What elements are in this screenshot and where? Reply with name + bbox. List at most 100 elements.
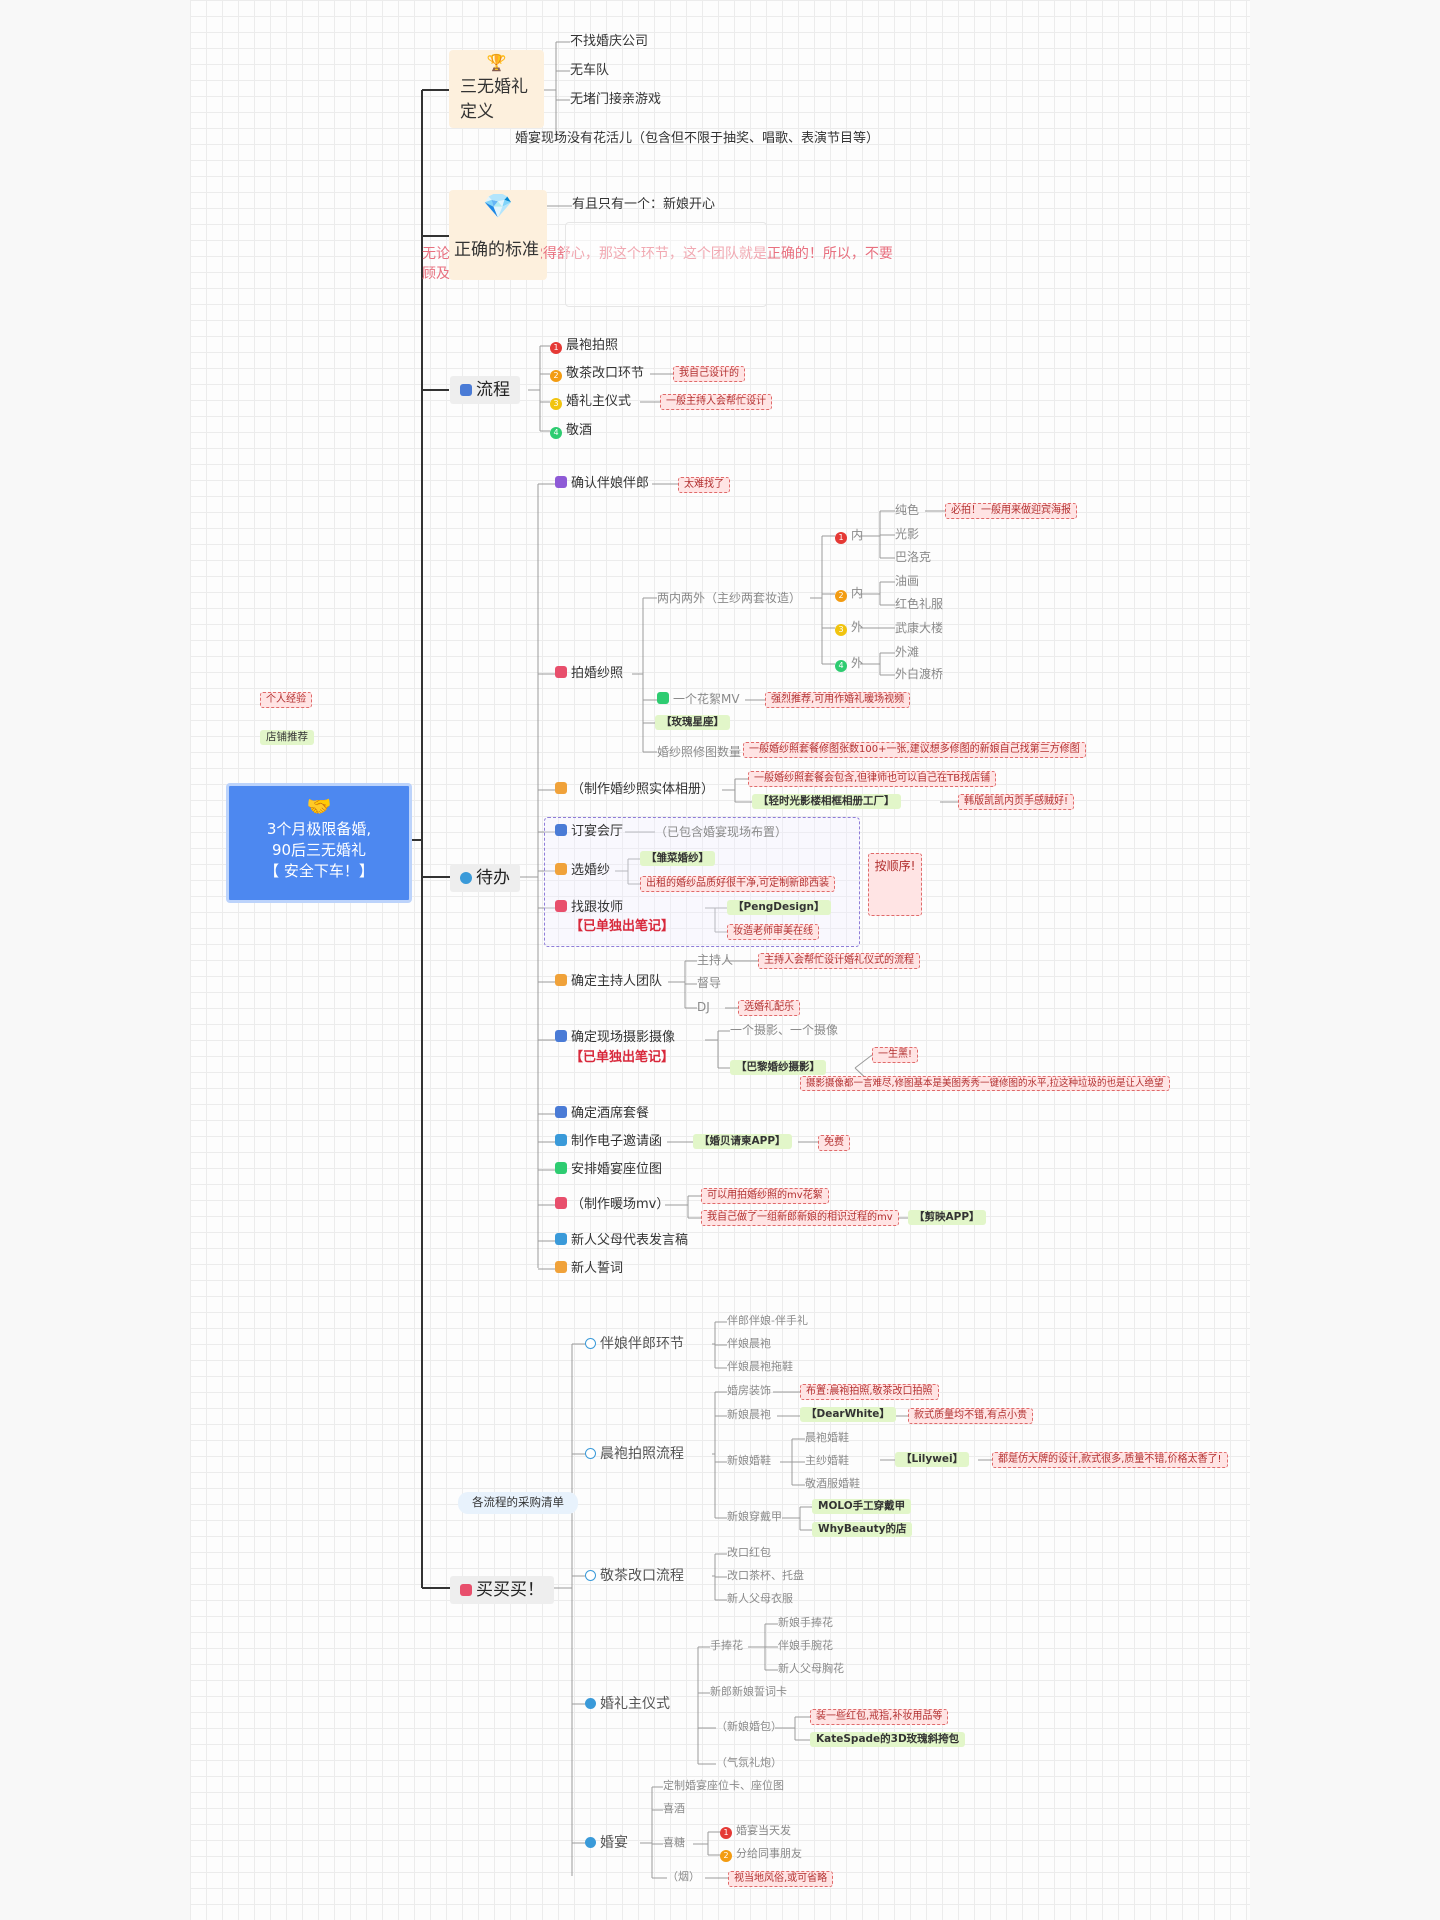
style-1b: 光影 bbox=[895, 527, 920, 541]
root-title-line1: 3个月极限备婚, bbox=[266, 820, 372, 838]
buy-tea[interactable]: 敬茶改口流程 bbox=[585, 1568, 684, 1585]
buy-bridal[interactable]: 伴娘伴郎环节 bbox=[585, 1336, 684, 1353]
todo-host[interactable]: 确定主持人团队 bbox=[555, 974, 662, 990]
todo-camera[interactable]: 确定现场摄影摄像 bbox=[555, 1030, 675, 1046]
camera-note-link[interactable]: 【已单独出笔记】 bbox=[570, 1050, 675, 1065]
todo-mua[interactable]: 找跟妆师 bbox=[555, 900, 623, 916]
todo-seating[interactable]: 安排婚宴座位图 bbox=[555, 1162, 662, 1178]
style-3a: 武康大楼 bbox=[895, 621, 944, 635]
photo-count: 婚纱照修图数量 bbox=[657, 745, 742, 759]
todo-vows[interactable]: 新人誓词 bbox=[555, 1261, 623, 1277]
todo-hotel[interactable]: 确定酒席套餐 bbox=[555, 1106, 649, 1122]
camera-note-2: 摄影摄像都一言难尽,修图基本是美图秀秀一键修图的水平,拉这种垃圾的也是让人绝望 bbox=[800, 1076, 1170, 1092]
ban-1: 定制婚宴座位卡、座位图 bbox=[663, 1779, 784, 1792]
buy-ceremony[interactable]: 婚礼主仪式 bbox=[585, 1696, 670, 1713]
std-overlay-2: 顾及 bbox=[422, 266, 450, 282]
mp-3a: 晨袍婚鞋 bbox=[805, 1431, 849, 1444]
def-title-1: 三无婚礼 bbox=[460, 77, 528, 97]
todo-bridal[interactable]: 确认伴娘伴郎 bbox=[555, 476, 649, 492]
buy-node[interactable]: 买买买！ bbox=[450, 1576, 554, 1605]
def-item-d: 婚宴现场没有花活儿（包含但不限于抽奖、唱歌、表演节目等） bbox=[515, 131, 880, 146]
todo-album[interactable]: （制作婚纱照实体相册） bbox=[555, 782, 714, 798]
mua-note-link[interactable]: 【已单独出笔记】 bbox=[570, 919, 675, 934]
trophy-icon: 🏆 bbox=[486, 53, 507, 72]
mp-2: 新娘晨袍 bbox=[727, 1408, 771, 1421]
mp-4: 新娘穿戴甲 bbox=[727, 1510, 782, 1523]
style-1c: 巴洛克 bbox=[895, 550, 932, 564]
buy-list-label: 各流程的采购清单 bbox=[458, 1492, 578, 1514]
legend-personal: 个人经验 bbox=[260, 692, 312, 708]
dress-shop: 【雏菜婚纱】 bbox=[640, 851, 715, 866]
photo-count-note: 一般婚纱照套餐修图张数100+一张,建议想多修图的新娘自己找第三方修图 bbox=[743, 742, 1086, 758]
cer-1c: 新人父母胸花 bbox=[778, 1662, 844, 1675]
legend-shop: 店铺推荐 bbox=[260, 730, 314, 745]
dress-note: 出租的婚纱品质好很干净,可定制新郎西装 bbox=[640, 876, 836, 892]
buy-banquet[interactable]: 婚宴 bbox=[585, 1835, 628, 1852]
camera-shop: 【巴黎婚纱摄影】 bbox=[730, 1060, 826, 1075]
warm-note-2: 我自己做了一组新郎新娘的相识过程的mv bbox=[701, 1210, 899, 1226]
def-node[interactable]: 🏆 三无婚礼 定义 bbox=[449, 50, 544, 128]
cer-1b: 伴娘手腕花 bbox=[778, 1639, 833, 1652]
todo-invite[interactable]: 制作电子邀请函 bbox=[555, 1134, 662, 1150]
todo-node[interactable]: 待办 bbox=[450, 864, 520, 893]
cer-1: 手捧花 bbox=[710, 1639, 743, 1652]
style-4a: 外滩 bbox=[895, 645, 920, 659]
ban-3: 喜糖 bbox=[663, 1836, 685, 1849]
order-note: 按顺序! bbox=[868, 853, 922, 916]
flow-node[interactable]: 流程 bbox=[450, 376, 520, 405]
mp-1: 婚房装饰 bbox=[727, 1384, 771, 1397]
todo-photo[interactable]: 拍婚纱照 bbox=[555, 666, 623, 682]
std-empty-box bbox=[565, 222, 767, 307]
cer-3-shop: KateSpade的3D玫瑰斜挎包 bbox=[810, 1732, 966, 1747]
mp-3b: 主纱婚鞋 bbox=[805, 1454, 849, 1467]
std-node[interactable]: 💎 bbox=[449, 190, 547, 280]
mua-note: 妆造老师审美在线 bbox=[727, 924, 819, 940]
bm-2: 伴娘晨袍 bbox=[727, 1337, 771, 1350]
root-title-line2: 90后三无婚礼 bbox=[271, 841, 367, 859]
def-item-a: 不找婚庆公司 bbox=[570, 34, 649, 49]
todo-speech[interactable]: 新人父母代表发言稿 bbox=[555, 1233, 688, 1249]
def-title-2: 定义 bbox=[460, 102, 494, 122]
todo-venue[interactable]: 订宴会厅 bbox=[555, 824, 623, 840]
connector bbox=[854, 1054, 873, 1069]
photo-mv-note: 强烈推荐,可用作婚礼暖场视频 bbox=[765, 692, 911, 708]
todo-dress[interactable]: 选婚纱 bbox=[555, 863, 610, 879]
style-2b: 红色礼服 bbox=[895, 597, 944, 611]
bm-3: 伴娘晨袍拖鞋 bbox=[727, 1360, 793, 1373]
ban-2: 喜酒 bbox=[663, 1802, 685, 1815]
cer-1a: 新娘手捧花 bbox=[778, 1616, 833, 1629]
cer-2: 新郎新娘誓词卡 bbox=[710, 1685, 787, 1698]
style-1a: 纯色 bbox=[895, 503, 920, 517]
style-2a: 油画 bbox=[895, 574, 920, 588]
flow-note-b: 我自己设计的 bbox=[673, 366, 745, 382]
album-note-2: 韩版凯凯内页手感贼好! bbox=[958, 794, 1075, 810]
tea-2: 改口茶杯、托盘 bbox=[727, 1569, 804, 1582]
buy-morning[interactable]: 晨袍拍照流程 bbox=[585, 1446, 684, 1463]
mp-4a: MOLO手工穿戴甲 bbox=[812, 1499, 912, 1514]
ban-4: （烟） bbox=[667, 1870, 700, 1883]
cer-3-note: 装一些红包,戒指,补妆用品等 bbox=[810, 1709, 949, 1725]
bm-1: 伴郎伴娘-伴手礼 bbox=[727, 1314, 808, 1327]
cer-3: （新娘婚包） bbox=[716, 1720, 782, 1733]
album-note: 一般婚纱照套餐会包含,但律师也可以自己在TB找店铺 bbox=[748, 771, 997, 787]
photo-shop-rose: 【玫瑰星座】 bbox=[655, 715, 730, 730]
style-4b: 外白渡桥 bbox=[895, 667, 944, 681]
def-item-b: 无车队 bbox=[570, 63, 610, 78]
invite-shop: 【婚贝请柬APP】 bbox=[693, 1134, 792, 1149]
root-node[interactable]: 🤝 3个月极限备婚, 90后三无婚礼 【 安全下车！】 bbox=[226, 783, 412, 903]
tea-3: 新人父母衣服 bbox=[727, 1592, 793, 1605]
mp-3-shop: 【Lilywei】 bbox=[895, 1452, 970, 1467]
todo-warmup[interactable]: （制作暖场mv） bbox=[555, 1197, 669, 1213]
host-1-note: 主持人会帮忙设计婚礼仪式的流程 bbox=[758, 953, 920, 969]
venue-note: （已包含婚宴现场布置） bbox=[655, 825, 788, 839]
flow-title: 流程 bbox=[476, 380, 510, 400]
mp-3-note: 都是仿大牌的设计,款式很多,质量不错,价格太香了! bbox=[992, 1452, 1228, 1468]
